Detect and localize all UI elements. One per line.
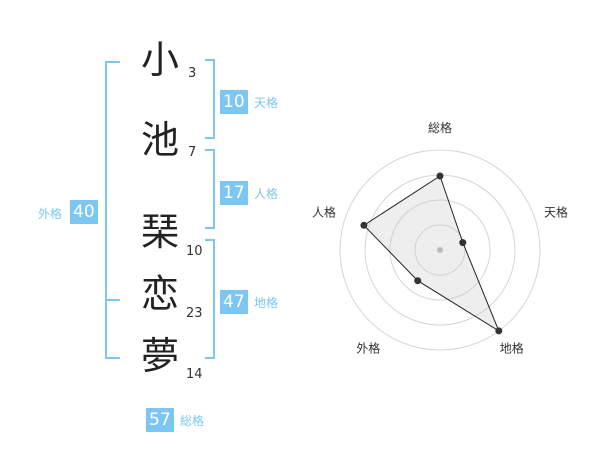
radar-point-5 [360, 221, 368, 229]
stroke-count-4: 23 [186, 306, 203, 321]
radar-point-1 [436, 172, 444, 180]
radar-axis-label-2: 天格 [544, 204, 568, 219]
name-char-2: 池 [140, 118, 179, 162]
chikaku-label: 地格 [254, 296, 279, 310]
chikaku-value: 47 [220, 290, 248, 314]
radar-axis-label-4: 外格 [356, 341, 380, 356]
radar-series-polygon [363, 175, 500, 333]
jinkaku-bracket [205, 149, 215, 229]
radar-axis-label-1: 総格 [428, 120, 452, 135]
soukaku-label: 総格 [180, 414, 205, 428]
radar-point-4 [414, 277, 422, 285]
name-char-4: 恋 [140, 272, 179, 316]
name-char-1: 小 [140, 38, 179, 82]
radar-center-dot [437, 247, 443, 253]
tenkaku-label: 天格 [254, 96, 279, 110]
jinkaku-label: 人格 [254, 187, 279, 201]
stroke-count-2: 7 [188, 145, 197, 160]
name-char-5: 夢 [140, 334, 179, 378]
stroke-count-3: 10 [186, 244, 203, 259]
radar-point-3 [495, 327, 503, 335]
name-char-3: 琹 [140, 210, 179, 254]
radar-axis-label-5: 人格 [312, 204, 336, 219]
jinkaku-value: 17 [220, 181, 248, 205]
radar-ring-2 [389, 199, 491, 301]
stroke-count-1: 3 [188, 66, 197, 81]
stroke-count-5: 14 [186, 367, 203, 382]
gaikaku-value: 40 [70, 200, 98, 224]
radar-point-2 [459, 239, 467, 247]
gaikaku-bracket [105, 61, 120, 359]
gaikaku-label: 外格 [38, 207, 63, 221]
tenkaku-value: 10 [220, 90, 248, 114]
radar-axis-label-3: 地格 [500, 341, 524, 356]
radar-ring-4 [339, 149, 541, 351]
chikaku-bracket [205, 239, 215, 359]
soukaku-value: 57 [146, 408, 174, 432]
tenkaku-bracket [205, 59, 215, 139]
radar-ring-1 [414, 224, 466, 276]
